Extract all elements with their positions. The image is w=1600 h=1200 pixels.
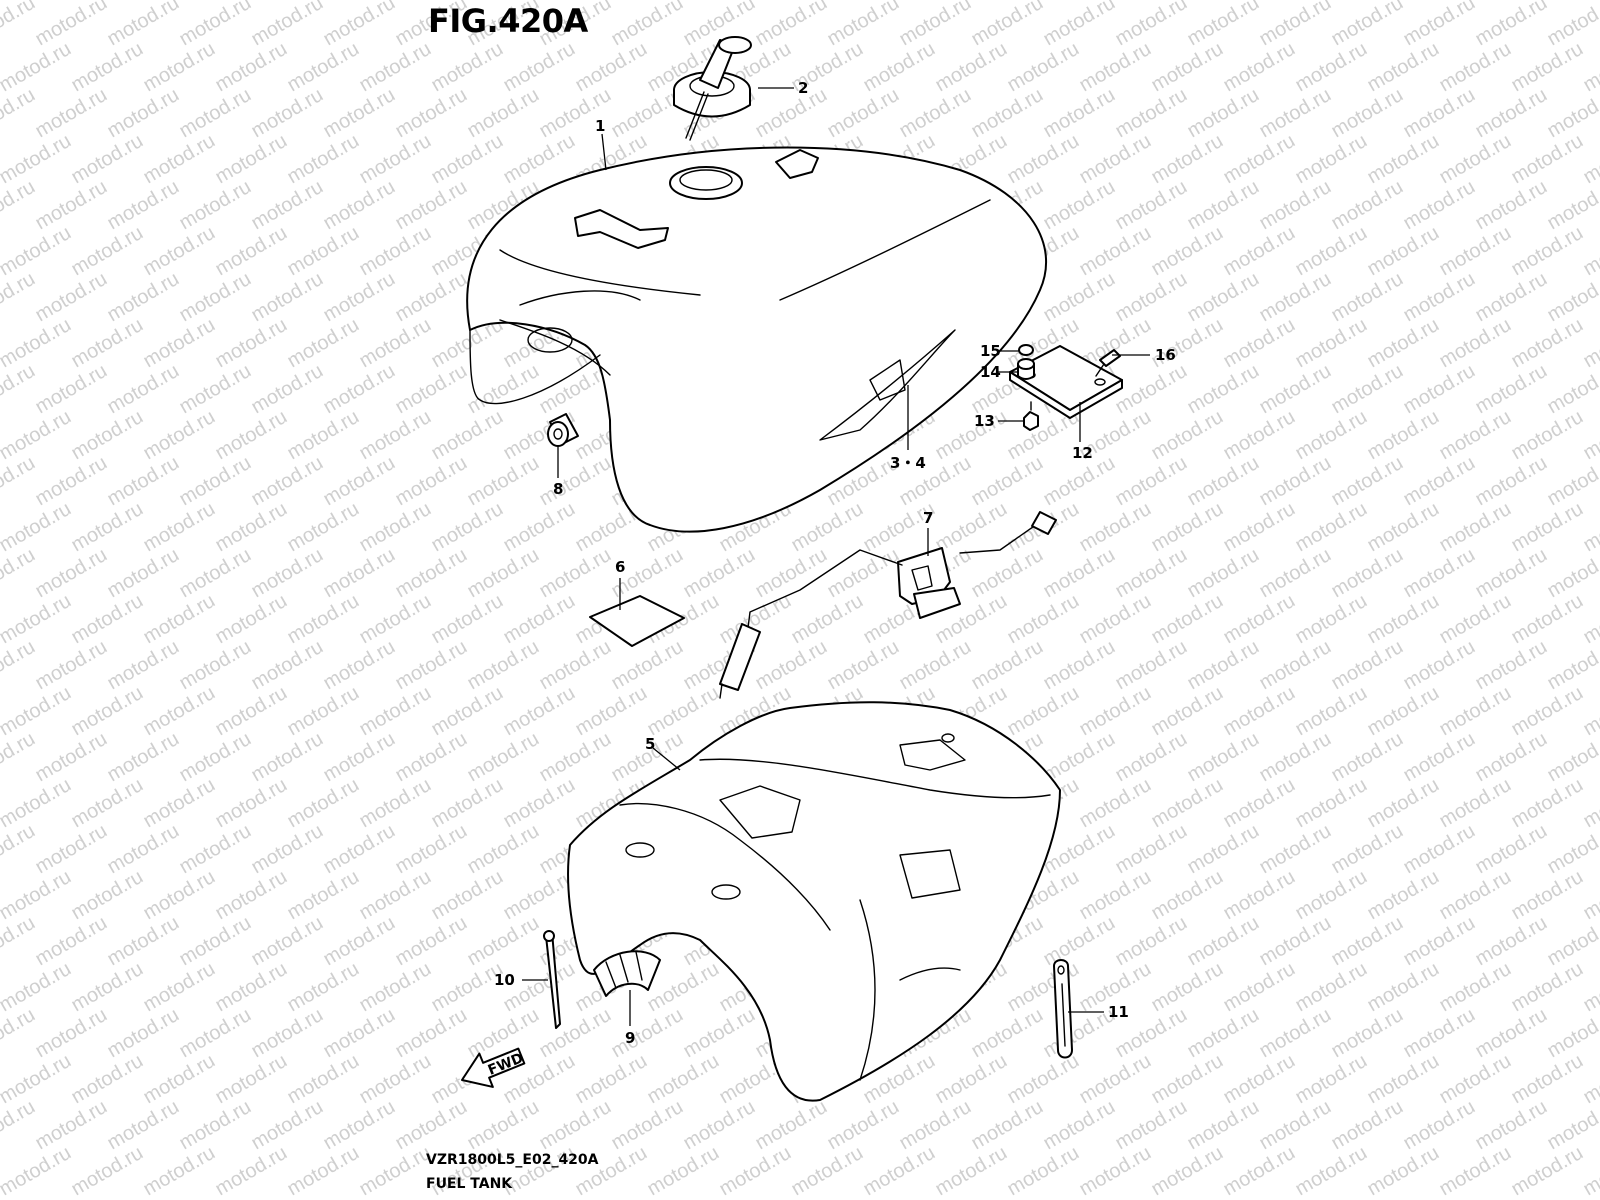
callout-2: 2 (798, 79, 808, 97)
section-name-label: FUEL TANK (426, 1176, 513, 1192)
fuel-level-sensor-part[interactable] (719, 511, 1057, 699)
callout-15: 15 (980, 342, 1001, 360)
strap-part[interactable] (1053, 959, 1073, 1059)
tie-band-part[interactable] (543, 930, 561, 1029)
callout-14: 14 (980, 363, 1001, 381)
callout-16: 16 (1155, 346, 1176, 364)
leader-lines (522, 87, 1150, 1026)
callout-12: 12 (1072, 444, 1093, 462)
nut-13-part[interactable] (1023, 401, 1039, 431)
bolt-16-part[interactable] (1095, 349, 1121, 377)
washer-15-part[interactable] (1018, 344, 1034, 356)
grommet-part[interactable] (547, 413, 579, 447)
leader-5 (652, 747, 681, 771)
figure-title: FIG.420A (428, 2, 588, 40)
callout-11: 11 (1108, 1003, 1129, 1021)
label-sheet-part[interactable] (589, 595, 685, 647)
fuel-cap-part[interactable] (673, 36, 752, 141)
frame-cover-part[interactable] (567, 701, 1061, 1102)
forward-direction-arrow: FWD (461, 1047, 526, 1088)
callout-8: 8 (553, 480, 563, 498)
clamp-part[interactable] (593, 950, 661, 997)
callout-6: 6 (615, 558, 625, 576)
leader-1 (601, 133, 607, 171)
mount-bracket-part[interactable] (1009, 345, 1123, 419)
callout-10: 10 (494, 971, 515, 989)
callout-9: 9 (625, 1029, 635, 1047)
callout-1: 1 (595, 117, 605, 135)
callout-3-4: 3・4 (890, 454, 926, 472)
fuel-tank-part[interactable] (466, 146, 1048, 533)
callout-13: 13 (974, 412, 995, 430)
callout-5: 5 (645, 735, 655, 753)
model-code-label: VZR1800L5_E02_420A (426, 1152, 599, 1168)
cushion-14-part[interactable] (1017, 358, 1035, 380)
callout-7: 7 (923, 509, 933, 527)
